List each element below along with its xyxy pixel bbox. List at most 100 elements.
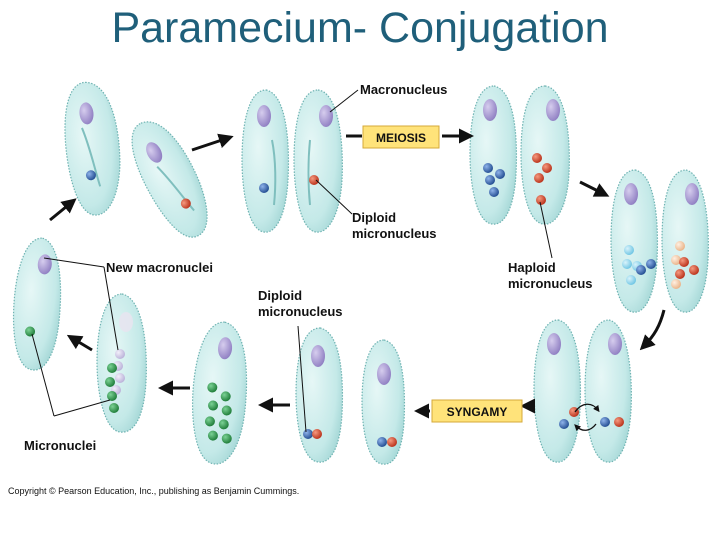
micronucleus-peach-icon	[671, 255, 681, 265]
stage-7-mitosis-cell	[192, 321, 248, 465]
stage-8-new-macronuclei-cell	[96, 293, 147, 433]
macronucleus-icon	[146, 142, 163, 163]
slide-title: Paramecium- Conjugation	[111, 4, 609, 52]
arrow-icon	[579, 180, 610, 197]
paramecium-cell	[661, 169, 709, 313]
paramecium-cell	[610, 169, 659, 313]
label-line: micronucleus	[352, 226, 437, 241]
paramecium-cell	[469, 85, 518, 225]
label-line: Haploid	[508, 260, 556, 275]
label-line: micronucleus	[258, 304, 343, 319]
stage-1-cells	[64, 81, 208, 238]
macronucleus-icon	[218, 337, 233, 360]
paramecium-cell	[64, 81, 121, 216]
micronucleus-red-icon	[532, 153, 542, 163]
haploid-micronucleus-label: Haploid micronucleus	[508, 260, 593, 291]
stage-5-exchange-cells	[533, 319, 632, 463]
arrow-icon	[639, 309, 666, 351]
micronucleus-red-icon	[679, 257, 689, 267]
micronucleus-blue-icon	[483, 163, 493, 173]
micronucleus-blue-icon	[303, 429, 313, 439]
paramecium-cell	[96, 293, 147, 433]
micronucleus-red-icon	[542, 163, 552, 173]
macronucleus-icon	[311, 345, 325, 367]
micronucleus-lightblue-icon	[624, 245, 634, 255]
micronucleus-green-icon	[220, 391, 231, 402]
stage-2-paired-cells	[241, 89, 343, 233]
paramecium-cell	[361, 339, 406, 465]
macronucleus-icon	[547, 333, 561, 355]
micronucleus-lightblue-icon	[622, 259, 632, 269]
micronucleus-peach-icon	[675, 241, 685, 251]
macronucleus-icon	[608, 333, 622, 355]
micronucleus-blue-icon	[600, 417, 610, 427]
micronucleus-blue-icon	[259, 183, 269, 193]
micronucleus-green-icon	[25, 326, 36, 337]
macronucleus-icon	[79, 102, 94, 125]
arrow-icon	[49, 198, 77, 222]
paramecium-cell	[584, 319, 632, 463]
micronucleus-red-icon	[614, 417, 624, 427]
micronucleus-lightblue-icon	[626, 275, 636, 285]
cycle-arrows	[49, 128, 666, 419]
old-macronucleus-remnant-icon	[119, 312, 133, 332]
micronucleus-green-icon	[109, 403, 119, 413]
new-macronucleus-icon	[115, 349, 125, 359]
new-macronucleus-icon	[115, 373, 125, 383]
macronucleus-label: Macronucleus	[360, 82, 447, 97]
micronucleus-red-icon	[534, 173, 544, 183]
paramecium-cell	[241, 89, 290, 233]
syngamy-box: SYNGAMY	[431, 399, 523, 423]
label-line: micronucleus	[508, 276, 593, 291]
paramecium-cell	[533, 319, 582, 463]
paramecium-cell	[12, 237, 62, 371]
label-line: Diploid	[258, 288, 302, 303]
micronucleus-red-icon	[536, 195, 546, 205]
paramecium-cell	[131, 121, 208, 238]
micronucleus-blue-icon	[489, 187, 499, 197]
syngamy-label: SYNGAMY	[447, 405, 508, 419]
conjugation-diagram: MEIOSIS SYNGAMY Macronucleus Diploid mic…	[12, 81, 709, 465]
micronucleus-green-icon	[207, 382, 218, 393]
stage-9-result-cell	[12, 237, 62, 371]
micronucleus-blue-icon	[636, 265, 646, 275]
label-line: Diploid	[352, 210, 396, 225]
micronucleus-green-icon	[207, 430, 218, 441]
stage-4-haploid-cells	[610, 169, 709, 313]
leader-lines	[31, 89, 553, 433]
exchange-arrow-icon	[574, 423, 597, 432]
micronucleus-blue-icon	[646, 259, 656, 269]
diploid-micronucleus-bottom-label: Diploid micronucleus	[258, 288, 343, 319]
micronucleus-red-icon	[312, 429, 322, 439]
micronucleus-green-icon	[107, 363, 117, 373]
paramecium-cell	[295, 327, 344, 463]
micronucleus-green-icon	[221, 405, 232, 416]
copyright-notice: Copyright © Pearson Education, Inc., pub…	[8, 486, 300, 496]
micronucleus-red-icon	[675, 269, 685, 279]
macronucleus-icon	[257, 105, 271, 127]
micronucleus-green-icon	[221, 433, 232, 444]
paramecium-cell	[293, 89, 343, 233]
micronucleus-blue-icon	[377, 437, 387, 447]
micronucleus-blue-icon	[485, 175, 495, 185]
macronucleus-icon	[483, 99, 497, 121]
micronucleus-red-icon	[180, 198, 191, 209]
micronucleus-red-icon	[387, 437, 397, 447]
micronucleus-red-icon	[309, 175, 319, 185]
meiosis-label: MEIOSIS	[376, 131, 426, 145]
micronucleus-blue-icon	[495, 169, 505, 179]
arrow-icon	[66, 334, 93, 352]
macronucleus-icon	[37, 254, 52, 275]
macronucleus-icon	[377, 363, 391, 385]
macronucleus-icon	[685, 183, 699, 205]
macronucleus-icon	[546, 99, 560, 121]
paramecium-cell	[192, 321, 248, 465]
micronucleus-green-icon	[208, 400, 219, 411]
stage-3-meiosis-cells	[469, 85, 570, 225]
micronucleus-red-icon	[689, 265, 699, 275]
micronucleus-green-icon	[204, 416, 215, 427]
paramecium-cell	[520, 85, 570, 225]
new-macronuclei-label: New macronuclei	[106, 260, 213, 275]
exchange-arrow-icon	[574, 403, 600, 413]
diploid-micronucleus-top-label: Diploid micronucleus	[352, 210, 437, 241]
